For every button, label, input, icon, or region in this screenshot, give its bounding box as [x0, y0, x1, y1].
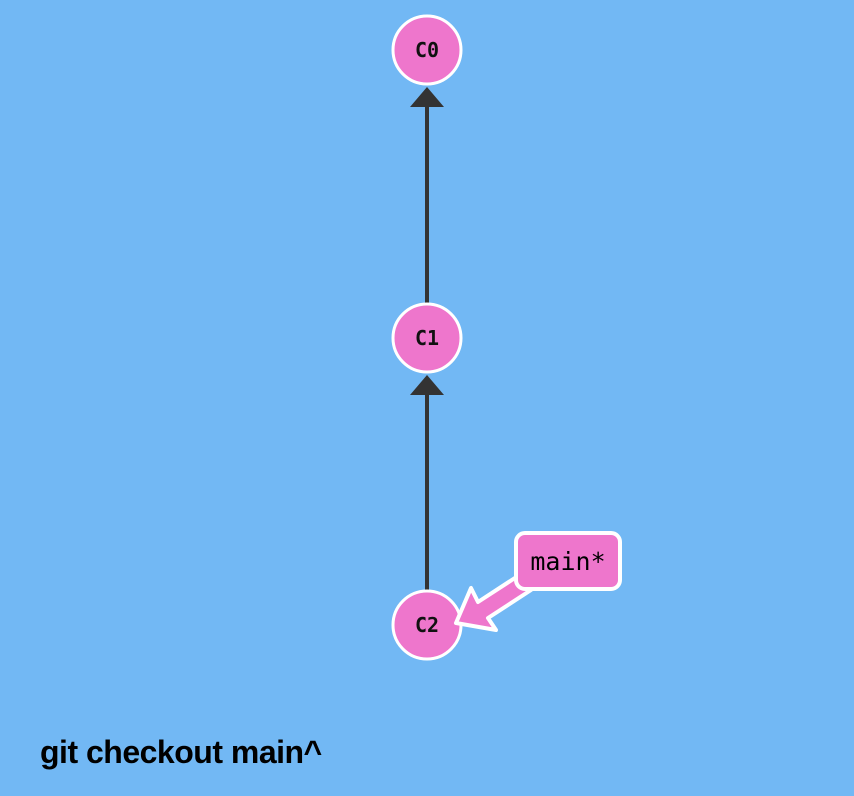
parent-edge-c2-c1 [410, 375, 444, 590]
commit-node-c1[interactable]: C1 [391, 302, 463, 374]
branch-label: main* [530, 547, 605, 576]
commit-node-c2[interactable]: C2 [391, 589, 463, 661]
branch-tag-main[interactable]: main* [514, 531, 622, 591]
commit-label-c0: C0 [415, 38, 439, 62]
parent-edge-c1-c0 [410, 87, 444, 303]
commit-label-c2: C2 [415, 613, 439, 637]
command-text: git checkout main^ [40, 734, 322, 770]
commit-label-c1: C1 [415, 326, 439, 350]
commit-node-c0[interactable]: C0 [391, 14, 463, 86]
